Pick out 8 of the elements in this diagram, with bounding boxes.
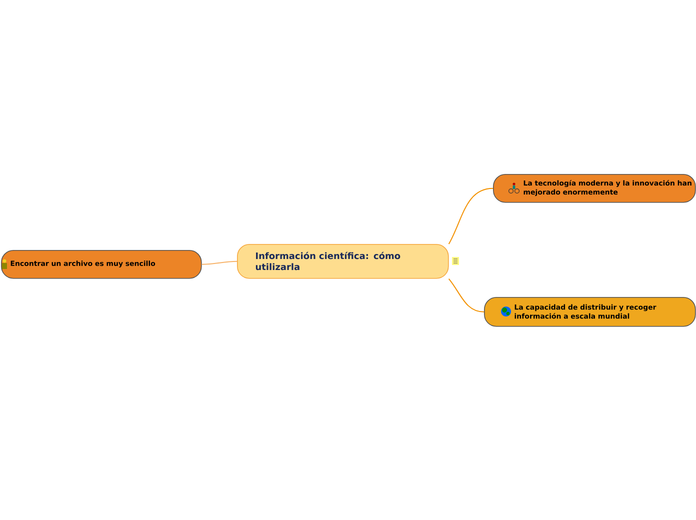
subtopic-box xyxy=(1,250,202,279)
topic-box xyxy=(237,244,449,279)
topic-text: Información científica: cómo utilizarla xyxy=(256,252,400,270)
subtopic-box xyxy=(484,297,696,327)
connector xyxy=(448,278,484,312)
connector xyxy=(448,188,494,244)
connector xyxy=(201,260,238,265)
subtopic-box xyxy=(493,174,696,203)
